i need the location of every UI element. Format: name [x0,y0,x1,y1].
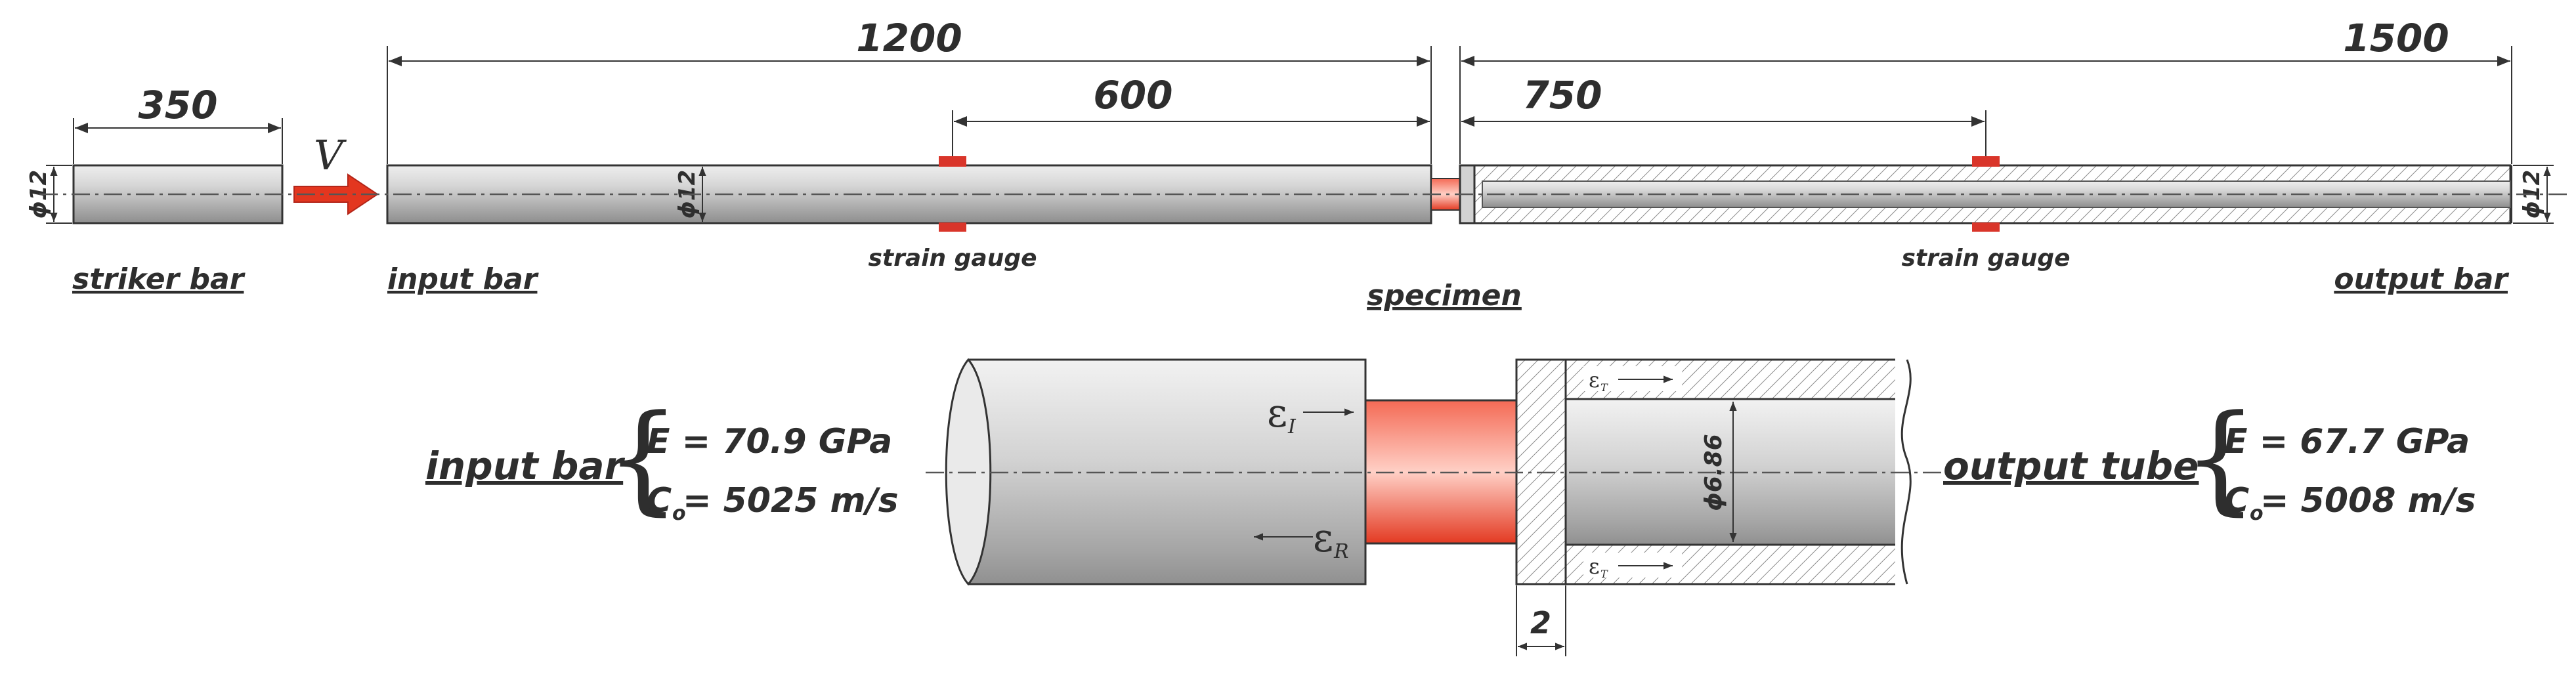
output-wave-speed-symbol: C [2224,481,2249,520]
input-strain-gauge-label: strain gauge [868,245,1037,272]
specimen-label: specimen [1367,279,1522,312]
output-brace: { [2183,390,2258,527]
input-gauge-dimension: 600 [952,73,1430,156]
output-wave-speed-value: = 5008 m/s [2260,481,2476,520]
input-length-label: 1200 [856,16,962,60]
transmitted-wave-top: ε T [1583,366,1682,394]
flange-thickness-label: 2 [1530,605,1551,641]
output-strain-gauge-top [1972,156,2000,167]
reflected-wave: ε R [1254,515,1349,563]
input-length-dimension: 1200 [387,16,1432,164]
transmitted-wave-bottom-subscript: T [1600,568,1608,580]
output-modulus: E = 67.7 GPa [2224,422,2470,461]
transmitted-wave-top-symbol: ε [1589,368,1600,392]
input-strain-gauge-bottom [939,222,966,232]
inner-diameter-dimension: ϕ6.86 [1700,402,1737,542]
velocity-arrow: V [293,131,379,215]
output-wave-speed-subscript: o [2250,502,2264,525]
input-wave-speed-symbol: C [647,481,672,520]
output-tube-detail-label: output tube [1943,444,2199,488]
output-length-dimension: 1500 [1459,16,2512,164]
incident-wave-symbol: ε [1267,391,1287,436]
transmitted-wave-bottom: ε T [1583,553,1682,580]
output-strain-gauge-label: strain gauge [1901,245,2070,272]
input-gauge-distance-label: 600 [1093,73,1172,117]
reflected-wave-subscript: R [1333,540,1349,563]
input-wave-speed: C o = 5025 m/s [647,481,899,525]
break-line [1900,359,1912,585]
velocity-label: V [314,131,347,179]
flange-thickness-dimension: 2 [1516,585,1566,656]
reflected-wave-symbol: ε [1313,515,1333,561]
output-strain-gauge-bottom [1972,222,2000,232]
output-length-label: 1500 [2343,16,2449,60]
output-bar-label: output bar [2334,263,2509,296]
input-brace: { [605,390,681,527]
striker-bar-label: striker bar [72,263,246,296]
striker-length-label: 350 [138,83,217,127]
transmitted-wave-bottom-symbol: ε [1589,554,1600,579]
output-gauge-distance-label: 750 [1522,73,1602,117]
transmitted-wave-top-subscript: T [1600,381,1608,394]
input-bar-detail-label: input bar [425,444,626,488]
input-bar-label: input bar [387,263,539,296]
output-gauge-dimension: 750 [1461,73,1986,156]
input-strain-gauge-top [939,156,966,167]
incident-wave: ε I [1267,391,1354,438]
inner-diameter-label: ϕ6.86 [1700,434,1727,511]
incident-wave-subscript: I [1287,415,1297,438]
output-wave-speed: C o = 5008 m/s [2224,481,2476,525]
input-wave-speed-subscript: o [672,502,686,525]
input-modulus: E = 70.9 GPa [647,422,892,461]
input-wave-speed-value: = 5025 m/s [683,481,899,520]
striker-length-dimension: 350 [73,83,283,164]
